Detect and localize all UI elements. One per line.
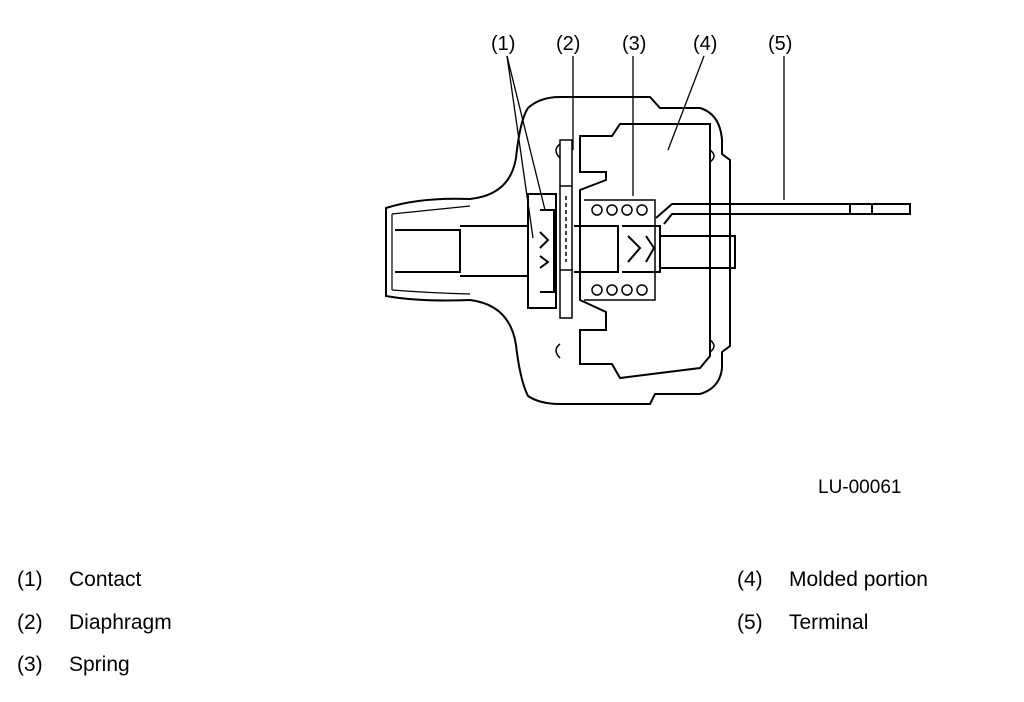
contact-chamber — [527, 193, 557, 309]
legend-label: Molded portion — [789, 568, 928, 591]
spring — [584, 199, 656, 301]
legend-number: (1) — [17, 568, 43, 591]
figure-id: LU-00061 — [818, 477, 902, 498]
legend-label: Contact — [69, 568, 142, 591]
housing-outline — [385, 96, 731, 405]
seal-bumps — [555, 143, 715, 359]
legend-number: (5) — [737, 611, 763, 634]
callout-1: (1) — [491, 33, 516, 55]
port-bore — [395, 225, 529, 277]
terminal-stud — [660, 235, 736, 269]
housing-inner-line — [391, 205, 471, 295]
legend-number: (2) — [17, 611, 43, 634]
callout-2: (2) — [556, 33, 581, 55]
terminal-blade — [655, 203, 911, 225]
legend-label: Terminal — [789, 611, 869, 634]
legend-number: (3) — [17, 653, 43, 676]
legend-label: Spring — [69, 653, 130, 676]
callout-4: (4) — [693, 33, 718, 55]
contact-element — [539, 209, 555, 293]
legend-label: Diaphragm — [69, 611, 172, 634]
callout-3: (3) — [622, 33, 647, 55]
legend-number: (4) — [737, 568, 763, 591]
plunger — [574, 225, 661, 273]
leader-lines — [506, 55, 785, 239]
callout-5: (5) — [768, 33, 793, 55]
diaphragm — [559, 139, 573, 319]
molded-portion — [579, 123, 711, 380]
